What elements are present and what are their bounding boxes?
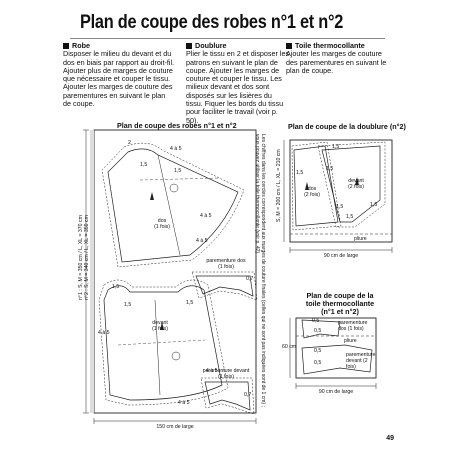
square-bullet-icon: [186, 43, 192, 50]
parementure-devant-outline: [204, 381, 251, 411]
column-heading: Toile thermocollante: [286, 41, 392, 50]
robes-seam-note: Les chiffres dans les cercles correspond…: [254, 134, 266, 407]
toile-parementure-dos-label: parementure dos (1 fois): [338, 320, 368, 332]
seam-allowance-label: 1,5: [332, 144, 340, 150]
toile-parementure-devant-label: parementure devant (2 fois): [346, 352, 376, 370]
seam-allowance-label: 1,5: [296, 170, 304, 176]
devant-piece-outline: [103, 285, 223, 401]
column-heading: Doublure: [186, 41, 290, 50]
doublure-length-label: S, M = 200 cm / L, XL = 210 cm: [276, 149, 282, 222]
seam-allowance-label: 1,5: [326, 166, 334, 172]
robes-dos-label: dos (1 fois): [154, 218, 170, 230]
diagram-toile-title: Plan de coupe de la toile thermocollante…: [305, 291, 375, 316]
title-rule: [70, 38, 385, 39]
seam-allowance-label: 4 à 5: [196, 238, 208, 244]
column-text: Plier le tissu en 2 et disposer les patr…: [186, 49, 290, 125]
seam-allowance-label: 0,5: [314, 328, 322, 334]
column-doublure: Doublure Plier le tissu en 2 et disposer…: [186, 41, 290, 125]
square-bullet-icon: [286, 43, 292, 50]
seam-allowance-label: 4 à 5: [200, 213, 212, 219]
doublure-devant-outline: [321, 145, 381, 223]
column-toile: Toile thermocollante Ajouter les marges …: [286, 41, 392, 75]
seam-allowance-label: 4 à 5: [178, 400, 190, 406]
seam-allowance-label: 1,5: [370, 202, 378, 208]
diagram-robes-title: Plan de coupe des robes n°1 et n°2: [117, 121, 237, 130]
column-heading: Robe: [63, 41, 175, 50]
seam-allowance-label: 1,5: [346, 214, 354, 220]
diagram-doublure-title: Plan de coupe de la doublure (n°2): [288, 122, 406, 131]
toile-parementure-devant-outline: [301, 344, 373, 375]
page-title: Plan de coupe des robes n°1 et n°2: [80, 12, 344, 33]
toile-pliure-label: pliure: [344, 338, 357, 344]
seam-allowance-label: 0,7: [244, 392, 252, 398]
fabric-outline-doublure: [289, 139, 393, 243]
seam-allowance-label: 4 à 5: [206, 368, 218, 374]
toile-width-label: 90 cm de large: [318, 389, 354, 395]
seam-allowance-label: 0,5: [314, 348, 322, 354]
doublure-pliure-label: pliure: [354, 236, 367, 242]
seam-allowance-label: 1,5: [140, 162, 148, 168]
doublure-dos-label: dos (2 fois): [304, 186, 320, 198]
robes-width-label: 150 cm de large: [156, 424, 194, 430]
column-text: Ajouter les marges de couture des pareme…: [286, 49, 387, 75]
robes-parementure-devant-label: parementure devant (1 fois): [202, 368, 250, 380]
seam-allowance-label: 0,5: [314, 360, 322, 366]
column-robe: Robe Disposer le milieu du devant et du …: [63, 41, 175, 109]
parementure-dos-outline: [195, 275, 254, 297]
seam-allowance-label: 4 à 5: [98, 330, 110, 336]
seam-allowance-label: 1,5: [186, 300, 194, 306]
seam-allowance-label: 2: [128, 140, 131, 146]
toile-parementure-dos-outline: [301, 319, 341, 339]
robes-devant-label: devant (1 fois): [152, 320, 168, 332]
robes-parementure-dos-label: parementure dos (1 fois): [206, 258, 246, 270]
seam-allowance-label: 0,7: [246, 276, 254, 282]
seam-allowance-label: 0,5: [312, 318, 320, 324]
toile-length-label: 60 cm: [282, 344, 297, 350]
robes-length-label-2: n°2 : S, M = 340 cm / L, XL = 350 cm: [84, 215, 90, 300]
doublure-devant-label: devant (2 fois): [348, 178, 364, 190]
dos-piece-outline: [107, 148, 239, 263]
seam-allowance-label: 1,5: [124, 302, 132, 308]
page-number: 49: [386, 435, 394, 442]
column-text: Disposer le milieu du devant et du dos e…: [63, 49, 175, 109]
square-bullet-icon: [63, 43, 69, 50]
seam-allowance-label: 1,5: [112, 284, 120, 290]
seam-allowance-label: 1,5: [336, 204, 344, 210]
doublure-dos-outline: [293, 145, 339, 227]
fabric-outline-toile: [295, 317, 377, 379]
doublure-width-label: 90 cm de large: [323, 253, 359, 259]
seam-allowance-label: 4 à 5: [170, 146, 182, 152]
seam-allowance-label: 1,5: [174, 168, 182, 174]
